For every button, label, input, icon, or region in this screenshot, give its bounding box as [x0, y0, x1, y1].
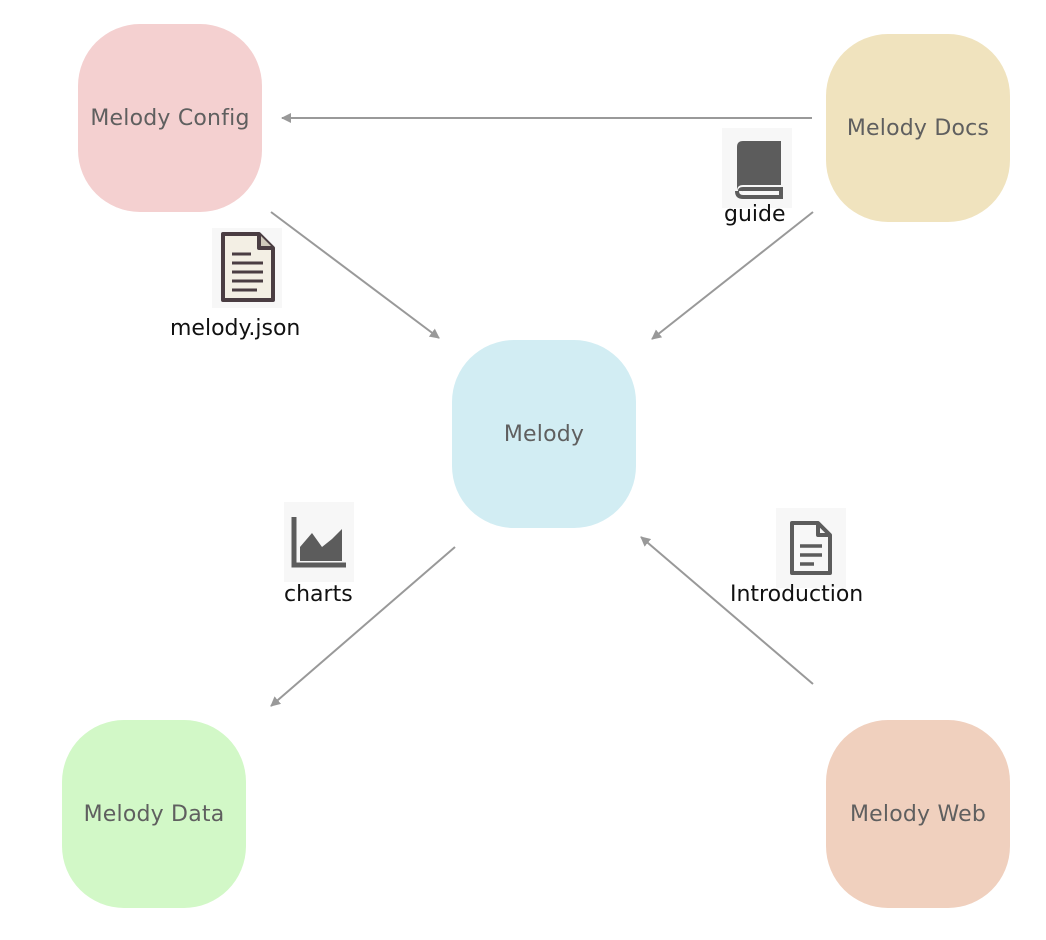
arrow-docs-to-center: [651, 211, 814, 340]
node-melody-web-label: Melody Web: [849, 801, 987, 827]
arrow-center-to-data: [270, 546, 456, 707]
edge-label-charts: charts: [284, 582, 353, 607]
file-text-icon: [212, 228, 282, 308]
node-melody-web[interactable]: Melody Web: [826, 720, 1010, 908]
area-chart-icon: [284, 502, 354, 582]
document-icon: [776, 508, 846, 588]
node-melody-label: Melody: [503, 421, 585, 447]
book-icon: [722, 128, 792, 208]
edge-label-melody-json: melody.json: [170, 316, 301, 341]
arrow-config-to-center: [270, 211, 440, 339]
node-melody[interactable]: Melody: [452, 340, 636, 528]
arrow-web-to-center: [640, 536, 814, 685]
node-melody-config-label: Melody Config: [90, 105, 250, 131]
node-melody-docs-label: Melody Docs: [846, 115, 990, 141]
node-melody-docs[interactable]: Melody Docs: [826, 34, 1010, 222]
edge-label-guide: guide: [724, 202, 786, 227]
edge-label-introduction: Introduction: [730, 582, 864, 607]
node-melody-data-label: Melody Data: [83, 801, 225, 827]
node-melody-data[interactable]: Melody Data: [62, 720, 246, 908]
node-melody-config[interactable]: Melody Config: [78, 24, 262, 212]
